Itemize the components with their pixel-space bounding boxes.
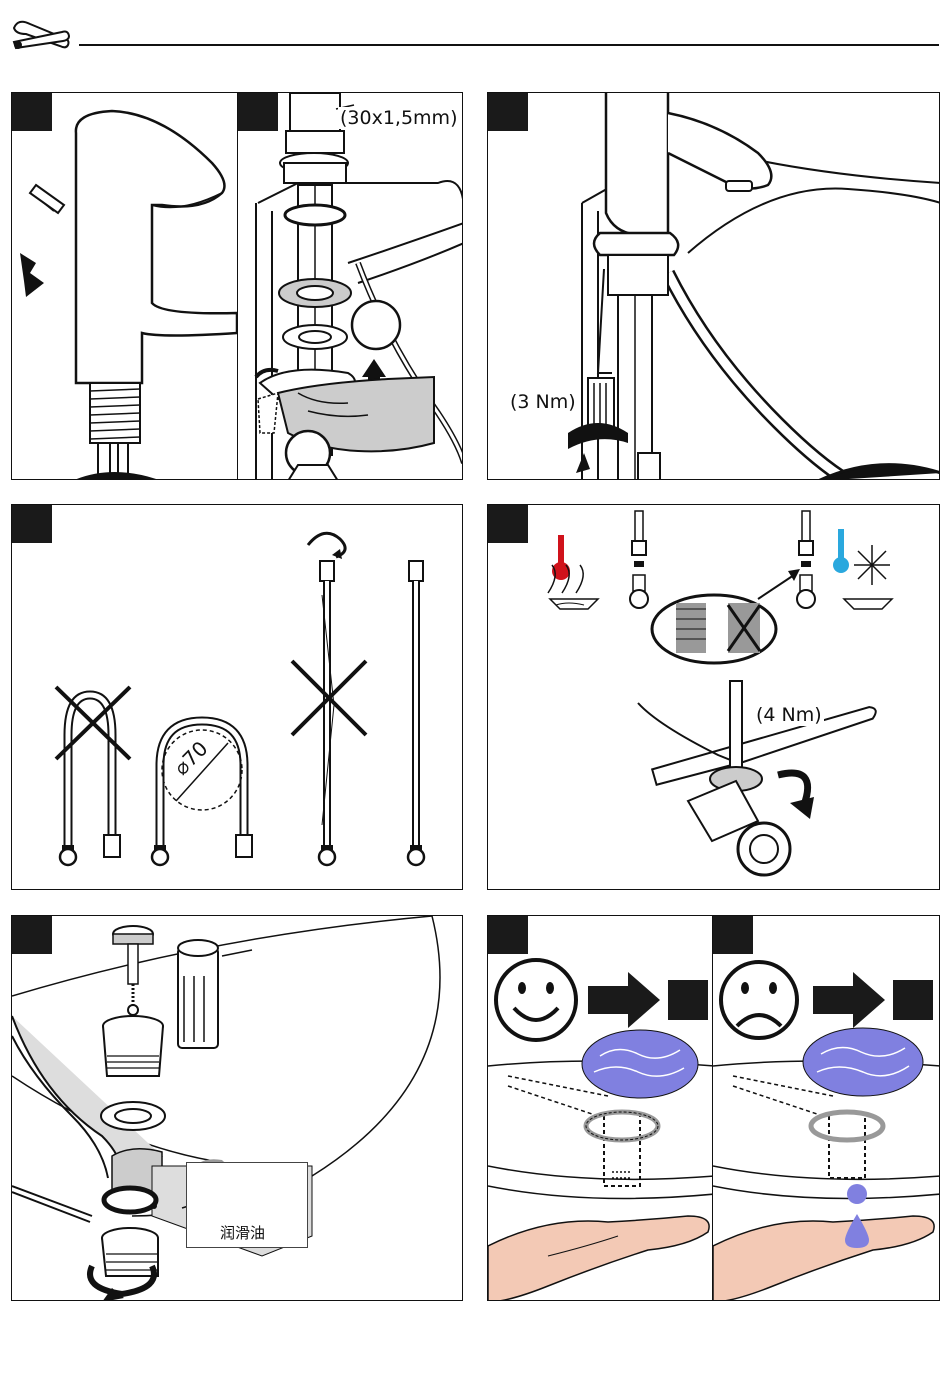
header-rule [79,44,939,46]
leak-test-ok-illustration [488,916,714,1301]
thread-size-label: (30x1,5mm) [338,107,459,129]
panel-step-8 [712,915,940,1301]
panel-step-2: (30x1,5mm) [237,92,463,480]
torque-label: (3 Nm) [508,391,578,413]
panel-step-1 [11,92,239,480]
lubricant-label: 润滑油 [218,1222,267,1244]
panel-step-3: (3 Nm) [487,92,940,480]
mounting-illustration [238,93,463,480]
connect-hose-illustration [488,505,940,890]
tools-icon [8,12,78,62]
smiley-sad-icon [721,962,797,1038]
panel-step-7 [487,915,714,1301]
torque-label: (4 Nm) [754,704,824,726]
faucet-icon [12,93,239,480]
panel-step-4: ⌀70 [11,504,463,890]
tighten-illustration [488,93,940,480]
hose-bending-illustration [12,505,463,890]
smiley-happy-icon [496,960,576,1040]
panel-step-6: 润滑油 [11,915,463,1301]
panel-step-5: (4 Nm) [487,504,940,890]
leak-test-fail-illustration [713,916,940,1301]
